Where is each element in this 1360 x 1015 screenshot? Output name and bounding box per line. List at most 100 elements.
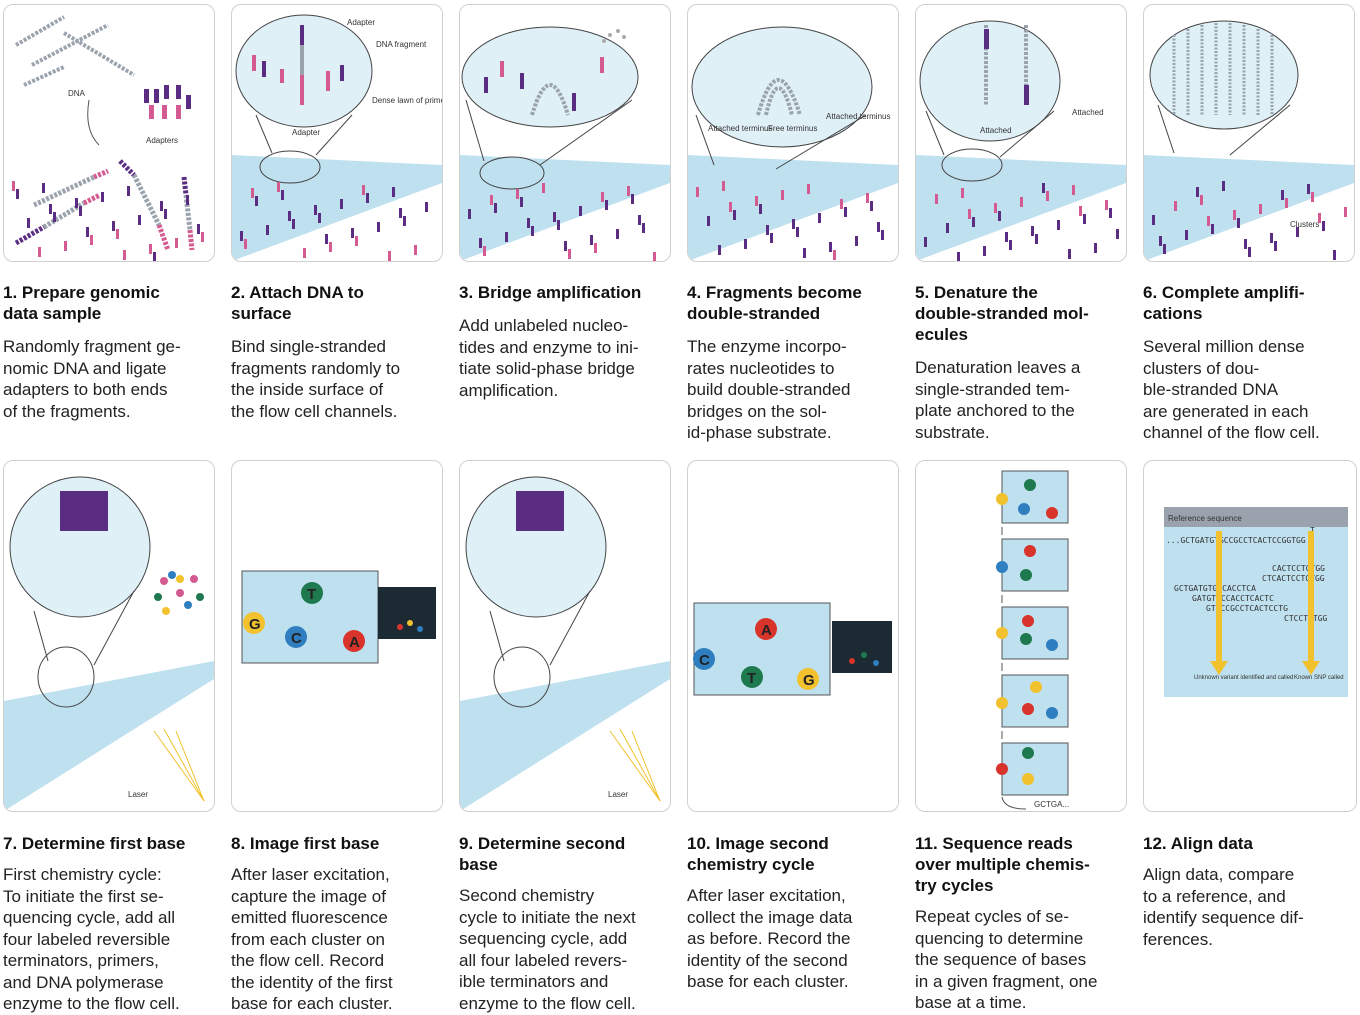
primer-mark — [1233, 210, 1236, 220]
primer-mark — [1046, 191, 1049, 201]
primer-mark — [1031, 226, 1034, 236]
primer-mark — [866, 193, 869, 203]
clusters-label: Clusters — [1290, 220, 1319, 229]
primer-mark — [579, 206, 582, 216]
reference-sequence: ...GCTGATGTGCCGCCTCACTCCGGTGG — [1166, 536, 1306, 545]
step-10-illustration: A C T G — [687, 460, 899, 812]
primer-mark — [1035, 234, 1038, 244]
primer-mark — [1248, 247, 1251, 257]
primer-mark — [1207, 216, 1210, 226]
primer-mark — [175, 238, 178, 248]
reference-sequence-label: Reference sequence — [1168, 514, 1242, 523]
primer-mark — [377, 222, 380, 232]
step-8-title: 8. Image first base — [231, 834, 380, 853]
primer-mark — [744, 239, 747, 249]
dna-fragment-label: DNA fragment — [376, 40, 427, 49]
step-12-title: 12. Align data — [1143, 834, 1253, 853]
primer-mark — [399, 208, 402, 218]
primer-mark — [1109, 208, 1112, 218]
primer-mark — [840, 199, 843, 209]
step-11-illustration: GCTGA... — [915, 460, 1127, 812]
adapter-bottom-label: Adapter — [292, 128, 320, 137]
primer-mark — [1296, 227, 1299, 237]
primer-mark — [1042, 183, 1045, 193]
primer-mark — [240, 231, 243, 241]
step-11-description: Repeat cycles of se- quencing to determi… — [915, 907, 1098, 1012]
primer-mark — [590, 235, 593, 245]
primer-mark — [149, 244, 152, 254]
primer-mark — [729, 202, 732, 212]
primer-mark — [1072, 185, 1075, 195]
primer-mark — [844, 207, 847, 217]
step-7-illustration: Laser — [3, 460, 215, 812]
primer-mark — [642, 223, 645, 233]
primer-mark — [998, 211, 1001, 221]
primer-mark — [362, 185, 365, 195]
prepare-sample-diagram: DNA Adapters — [12, 15, 204, 261]
primer-mark — [961, 188, 964, 198]
step-2-description: Bind single-stranded fragments randomly … — [231, 337, 401, 421]
primer-mark — [1105, 200, 1108, 210]
primer-mark — [292, 219, 295, 229]
primer-mark — [138, 215, 141, 225]
primer-mark — [638, 215, 641, 225]
attached-terminus-right-label: Attached terminus — [826, 112, 890, 121]
step-10-title: 10. Image second chemistry cycle — [687, 834, 829, 874]
primer-mark — [870, 201, 873, 211]
primer-mark — [392, 187, 395, 197]
step-11-title: 11. Sequence reads over multiple chemis-… — [915, 834, 1090, 895]
primer-mark — [1185, 230, 1188, 240]
primer-mark — [833, 250, 836, 260]
primer-mark — [616, 229, 619, 239]
primer-mark — [266, 225, 269, 235]
read-5: GTGCCGCCTCACTCCTG — [1206, 604, 1288, 613]
primer-mark — [79, 206, 82, 216]
base-a: A — [349, 634, 360, 651]
primer-mark — [1196, 187, 1199, 197]
step-9-description: Second chemistry cycle to initiate the n… — [459, 886, 636, 1013]
primer-mark — [1259, 204, 1262, 214]
step-3-description: Add unlabeled nucleo- tides and enzyme t… — [459, 316, 639, 400]
primer-mark — [288, 211, 291, 221]
primer-mark — [123, 250, 126, 260]
primer-mark — [796, 227, 799, 237]
primer-mark — [527, 218, 530, 228]
free-terminus-label: Free terminus — [768, 124, 817, 133]
step-10-description: After laser excitation, collect the imag… — [687, 886, 853, 991]
primer-mark — [718, 245, 721, 255]
primer-mark — [251, 188, 254, 198]
primer-mark — [733, 210, 736, 220]
read-2: CTCACTCCTGTGG — [1262, 574, 1325, 583]
primer-mark — [1079, 206, 1082, 216]
primer-mark — [924, 237, 927, 247]
primer-mark — [490, 195, 493, 205]
primer-mark — [531, 226, 534, 236]
read-marker: T — [1310, 526, 1315, 535]
primer-mark — [403, 216, 406, 226]
step-8-description: After laser excitation, capture the imag… — [231, 865, 393, 1013]
step-1-title: 1. Prepare genomic data sample — [3, 283, 160, 323]
primer-mark — [983, 246, 986, 256]
primer-mark — [164, 209, 167, 219]
primer-mark — [781, 190, 784, 200]
primer-mark — [64, 241, 67, 251]
primer-mark — [696, 187, 699, 197]
step-4-description: The enzyme incorpo- rates nucleotides to… — [687, 337, 851, 442]
primer-mark — [653, 252, 656, 261]
primer-mark — [792, 219, 795, 229]
step-1-illustration: DNA Adapters — [3, 4, 215, 262]
primer-mark — [1244, 239, 1247, 249]
step-6-description: Several million dense clusters of dou- b… — [1143, 337, 1320, 442]
primer-mark — [564, 241, 567, 251]
primer-mark — [1211, 224, 1214, 234]
step-7-description: First chemistry cycle: To initiate the f… — [3, 865, 180, 1013]
adapters-label: Adapters — [146, 136, 178, 145]
primer-mark — [1274, 241, 1277, 251]
primer-mark — [329, 242, 332, 252]
primer-mark — [1116, 229, 1119, 239]
base-c-2: C — [699, 652, 710, 669]
primer-mark — [314, 205, 317, 215]
primer-mark — [197, 224, 200, 234]
primer-mark — [707, 216, 710, 226]
base-t-2: T — [747, 670, 756, 687]
